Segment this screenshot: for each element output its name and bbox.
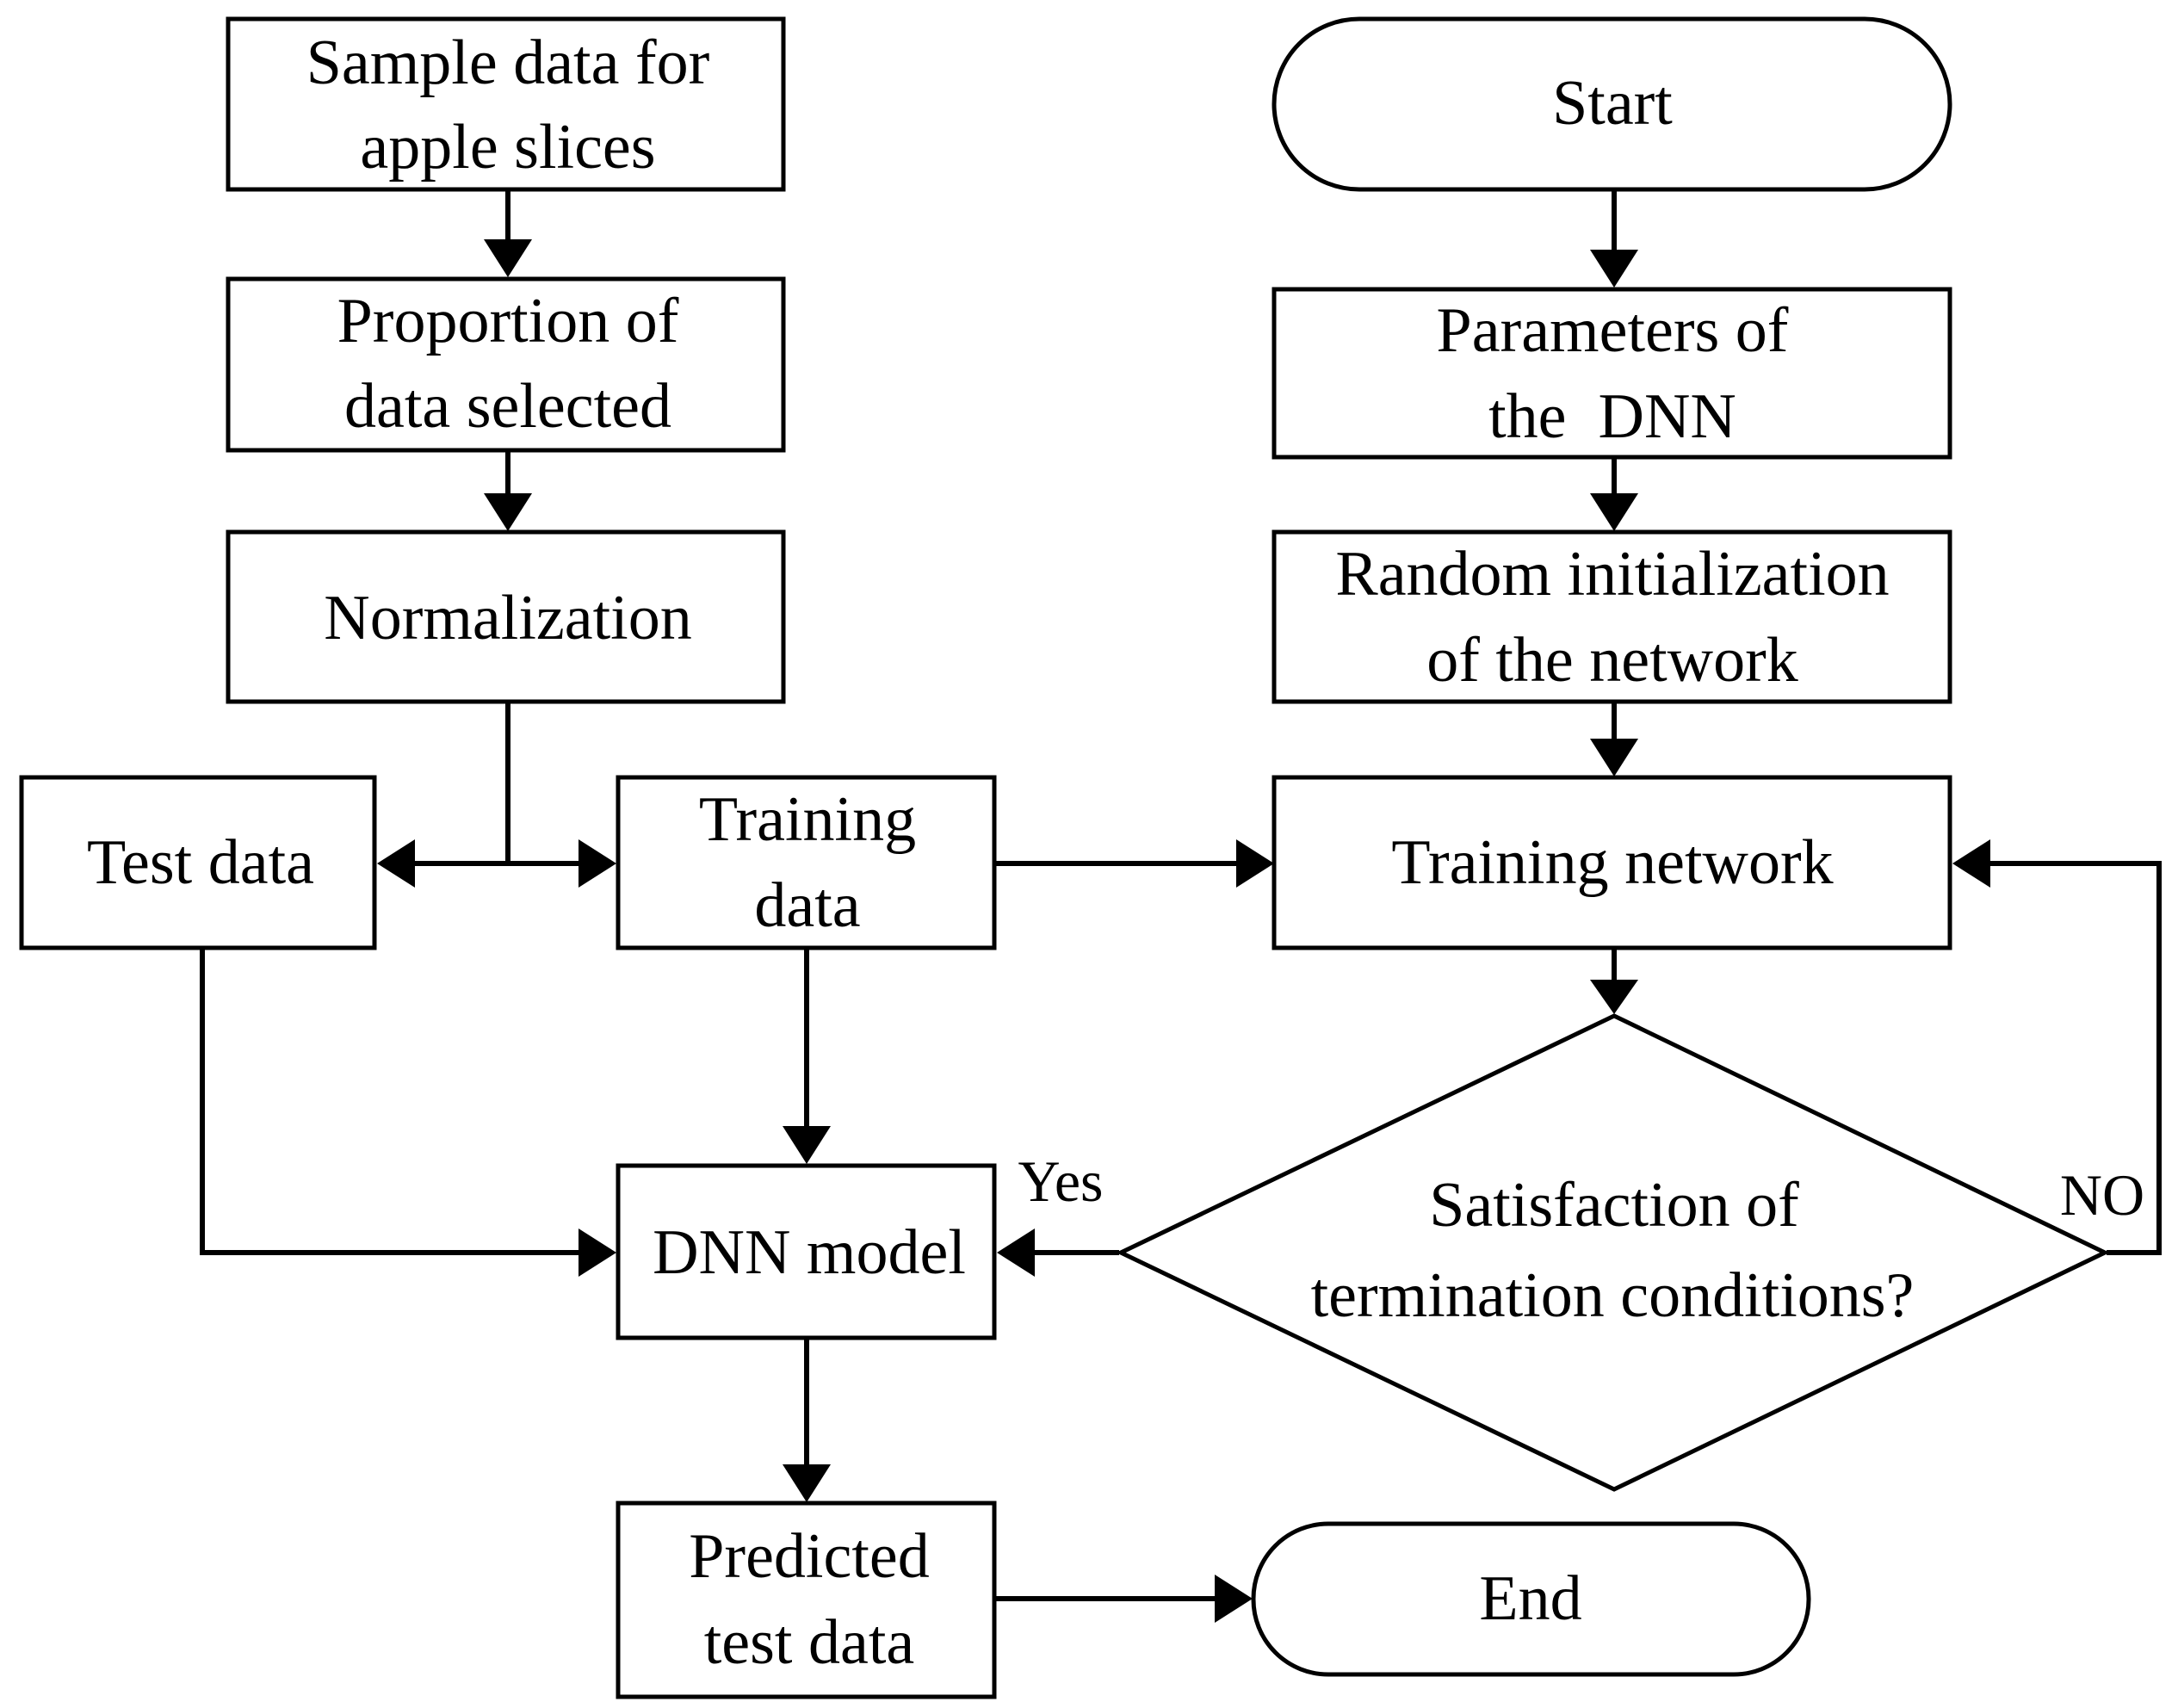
random-init-box [1272, 529, 1952, 704]
parameters-label-line1: Parameters of [1437, 295, 1789, 366]
random-init-label-line2: of the network [1426, 625, 1798, 696]
arrowhead-down-icon [1590, 739, 1638, 777]
arrowhead-down-icon [783, 1464, 831, 1502]
predicted-label-line1: Predicted [689, 1521, 929, 1592]
arrowhead-right-icon [579, 1228, 616, 1277]
connectors [200, 191, 2162, 1623]
parameters-box [1272, 287, 1952, 460]
start-label: Start [1552, 68, 1673, 139]
decision-diamond [1116, 1013, 2110, 1492]
start-terminal [1272, 16, 1952, 192]
arrowhead-down-icon [1590, 980, 1638, 1014]
proportion-box [226, 276, 786, 453]
arrowhead-down-icon [484, 493, 532, 531]
arrowhead-down-icon [1590, 493, 1638, 531]
decision-label-line2: termination conditions? [1311, 1260, 1915, 1331]
arrowhead-right-icon [1215, 1575, 1253, 1623]
sample-data-label-line2: apple slices [360, 112, 655, 183]
edge-labels: Yes NO [1018, 1148, 2145, 1228]
yes-label: Yes [1018, 1148, 1104, 1214]
normalization-box [226, 529, 786, 704]
edge-decision-loop-back [1987, 861, 2162, 1255]
arrowhead-right-icon [1236, 839, 1274, 888]
end-label: End [1479, 1563, 1581, 1634]
training-network-label: Training network [1391, 827, 1833, 898]
no-label: NO [2060, 1162, 2144, 1228]
end-terminal [1251, 1521, 1811, 1677]
dnn-model-box [616, 1163, 997, 1340]
node-labels: Sample data for apple slices Proportion … [87, 28, 1914, 1678]
random-init-label-line1: Random initialization [1335, 539, 1889, 610]
proportion-label-line2: data selected [344, 371, 671, 442]
training-data-label-line2: data [754, 870, 860, 941]
arrowhead-down-icon [783, 1126, 831, 1164]
proportion-label-line1: Proportion of [337, 286, 679, 356]
dnn-model-label: DNN model [653, 1217, 966, 1288]
arrowhead-left-icon [1952, 839, 1990, 888]
arrowhead-down-icon [1590, 250, 1638, 288]
predicted-label-line2: test data [704, 1607, 915, 1678]
training-network-box [1272, 775, 1952, 950]
test-data-label: Test data [87, 827, 314, 898]
node-shapes [19, 16, 2110, 1699]
predicted-box [616, 1501, 997, 1699]
sample-data-label-line1: Sample data for [306, 28, 710, 98]
arrowhead-right-icon [579, 839, 616, 888]
edge-test-to-dnn [200, 949, 582, 1255]
training-data-label-line1: Training [699, 784, 916, 855]
decision-label-line1: Satisfaction of [1429, 1170, 1799, 1241]
arrowhead-left-icon [377, 839, 415, 888]
test-data-box [19, 775, 377, 950]
arrowhead-down-icon [484, 239, 532, 277]
training-data-box [616, 775, 997, 950]
arrowhead-left-icon [997, 1228, 1035, 1277]
parameters-label-line2: the DNN [1488, 381, 1736, 452]
sample-data-box [226, 16, 786, 192]
normalization-label: Normalization [324, 583, 691, 653]
